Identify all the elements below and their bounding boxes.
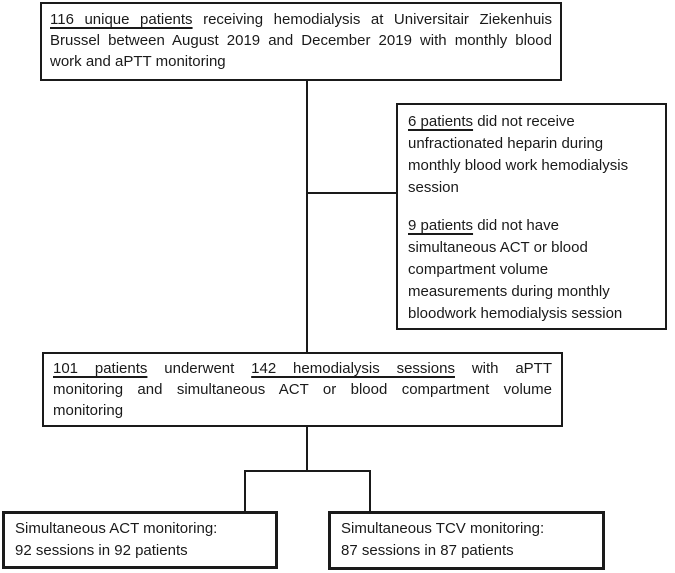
connector-split-horizontal — [244, 470, 371, 472]
exclusions-box: 6 patients did not receive unfractionate… — [396, 103, 667, 330]
tcv-box-line2: 87 sessions in 87 patients — [341, 542, 514, 559]
included-patients-underlined: 101 patients — [53, 360, 148, 377]
included-box: 101 patients underwent 142 hemodialysis … — [42, 352, 563, 427]
connector-branch-exclusions — [306, 192, 396, 194]
exclusion2-line5: bloodwork hemodialysis session — [408, 305, 623, 322]
included-text-line2: monitoring and simultaneous ACT or blood… — [53, 381, 552, 398]
connector-drop-act — [244, 470, 246, 511]
exclusion2-line1: 9 patients did not have — [408, 217, 559, 234]
exclusion1-count-underlined: 6 patients — [408, 113, 474, 130]
act-box-line1: Simultaneous ACT monitoring: — [15, 520, 218, 537]
act-box-line2: 92 sessions in 92 patients — [15, 542, 188, 559]
included-sessions-underlined: 142 hemodialysis sessions — [251, 360, 455, 377]
exclusion1-line4: session — [408, 179, 459, 196]
cohort-text-line1: 116 unique patients receiving hemodialys… — [50, 11, 552, 28]
exclusion1-line1: 6 patients did not receive — [408, 113, 575, 130]
included-text-line1: 101 patients underwent 142 hemodialysis … — [53, 360, 553, 377]
tcv-box-line1: Simultaneous TCV monitoring: — [341, 520, 545, 537]
exclusion1-line3: monthly blood work hemodialysis — [408, 157, 629, 174]
cohort-box: 116 unique patients receiving hemodialys… — [40, 2, 562, 81]
exclusion2-line4: measurements during monthly — [408, 283, 610, 300]
exclusion2-line3: compartment volume — [408, 261, 549, 278]
exclusion-paragraph-heparin: 6 patients did not receive unfractionate… — [408, 111, 655, 199]
connector-drop-tcv — [369, 470, 371, 511]
included-text-line3: monitoring — [53, 402, 124, 419]
cohort-text-line2: Brussel between August 2019 and December… — [50, 32, 552, 49]
act-monitoring-box: Simultaneous ACT monitoring: 92 sessions… — [2, 511, 278, 569]
tcv-monitoring-box: Simultaneous TCV monitoring: 87 sessions… — [328, 511, 605, 570]
exclusion2-count-underlined: 9 patients — [408, 217, 474, 234]
connector-spine-bottom — [306, 427, 308, 471]
cohort-count-underlined: 116 unique patients — [50, 11, 193, 28]
exclusion2-line2: simultaneous ACT or blood — [408, 239, 588, 256]
exclusion-paragraph-act: 9 patients did not have simultaneous ACT… — [408, 215, 655, 325]
exclusion1-line2: unfractionated heparin during — [408, 135, 604, 152]
connector-spine-top — [306, 81, 308, 352]
cohort-text-line3: work and aPTT monitoring — [50, 53, 226, 70]
